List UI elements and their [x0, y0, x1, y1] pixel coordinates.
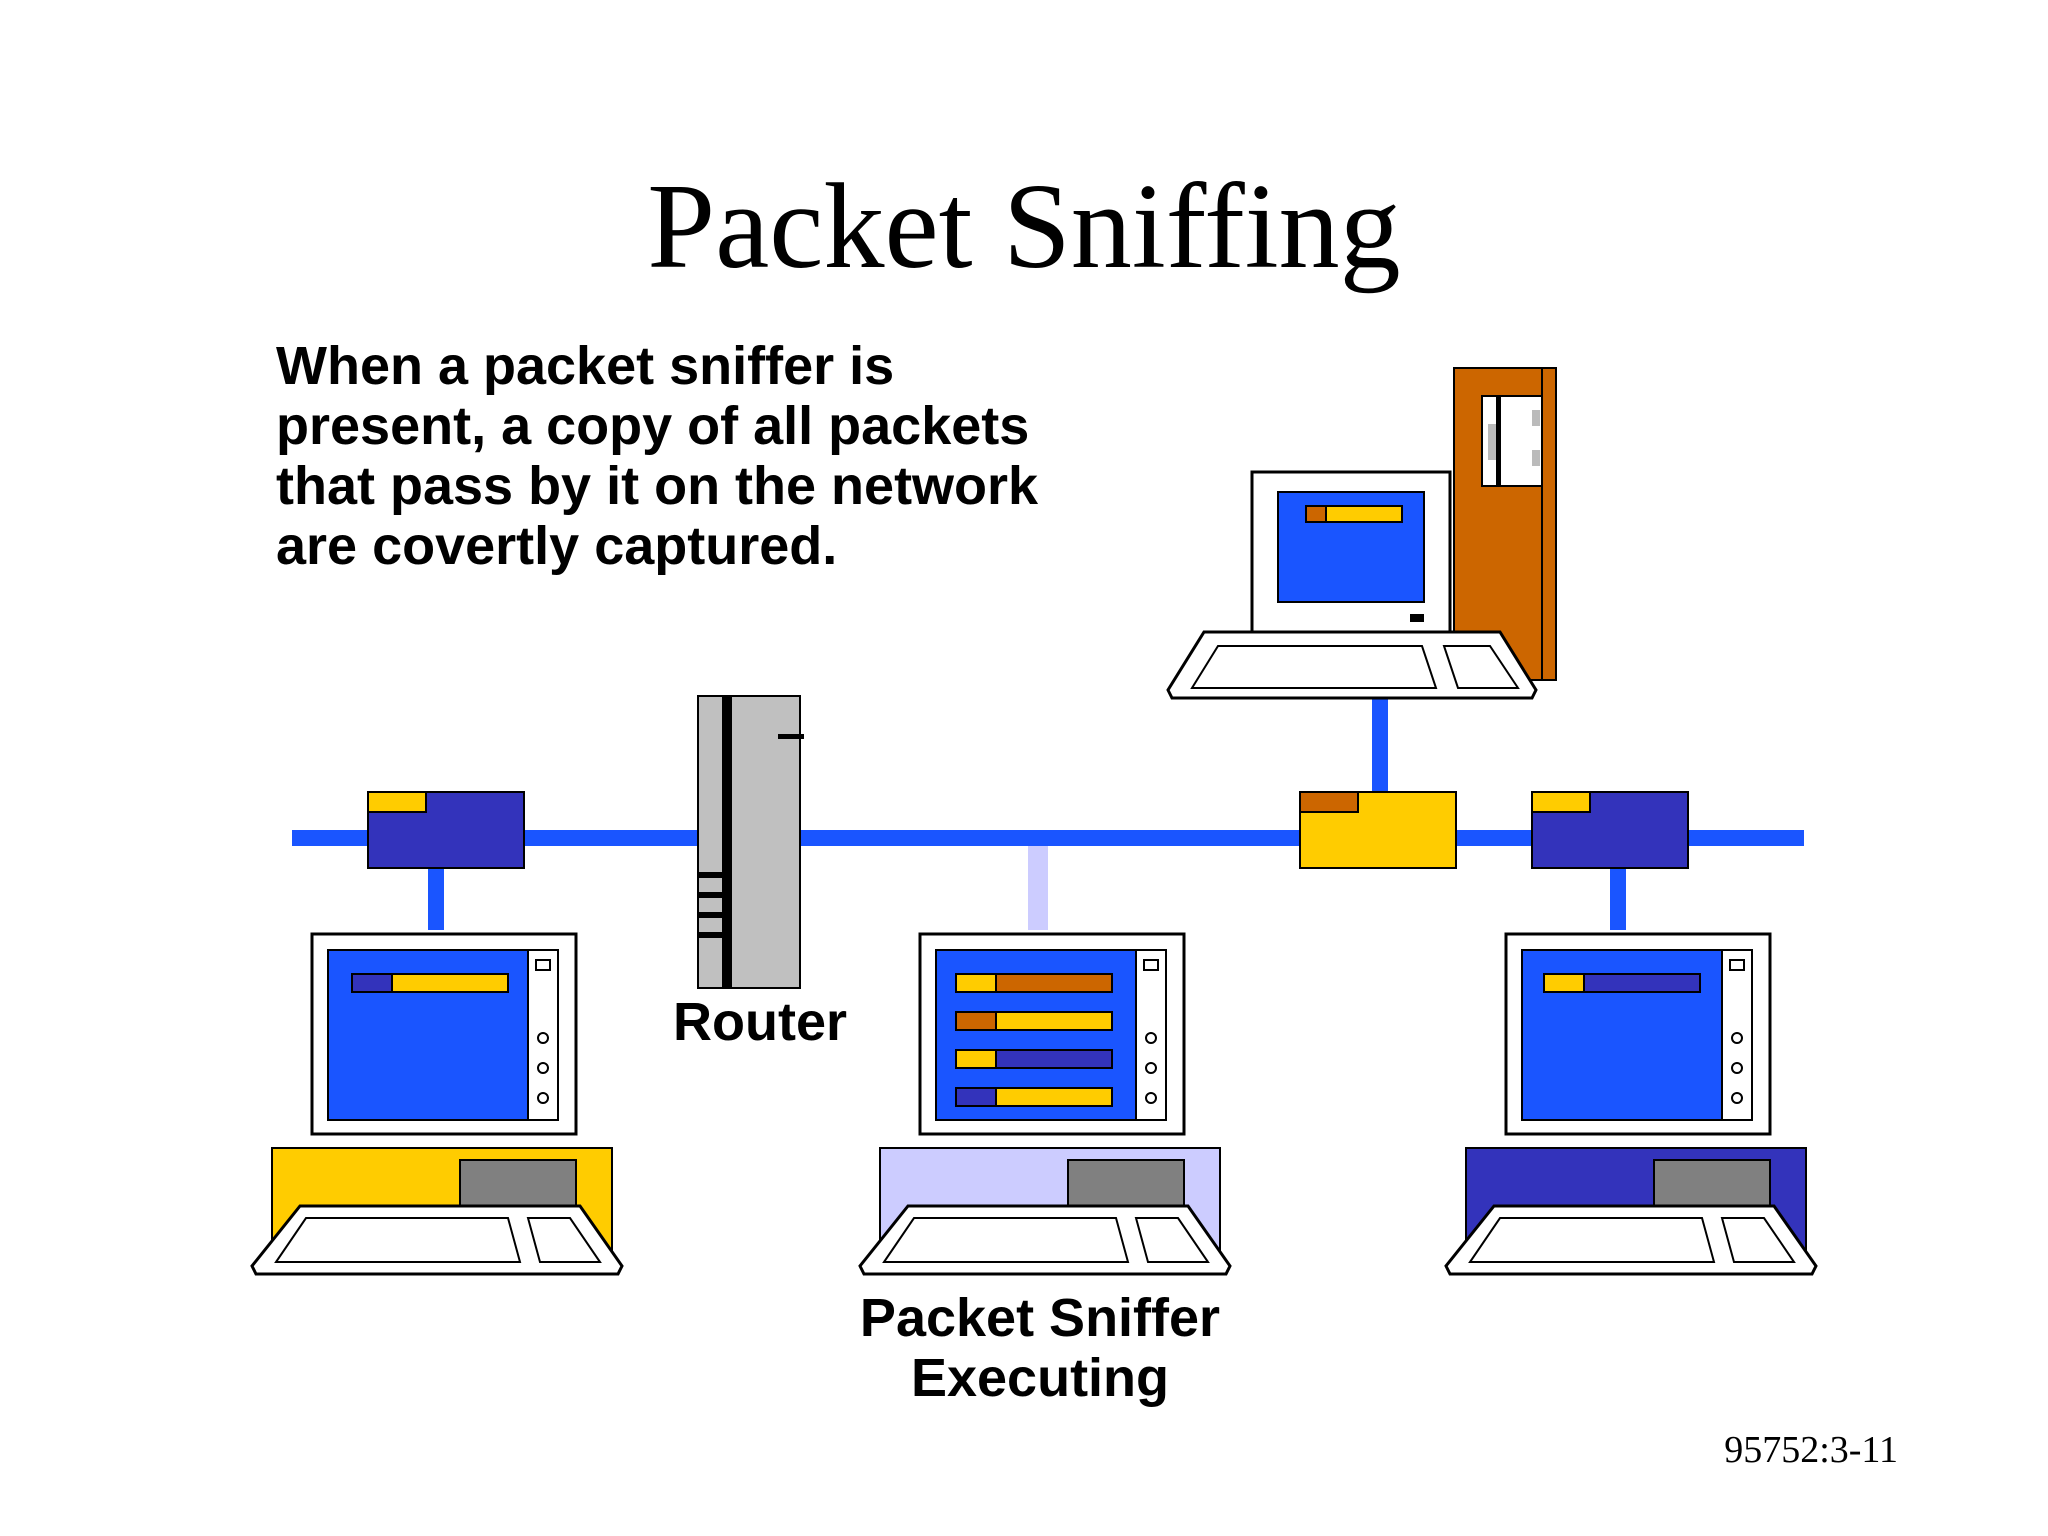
- server-workstation: [1166, 367, 1557, 700]
- slide-id: 95752:3-11: [1724, 1429, 1898, 1471]
- server-tower-icon: [1453, 367, 1557, 681]
- drop-line-right: [1610, 866, 1626, 930]
- description-text: When a packet sniffer is present, a copy…: [276, 336, 1176, 576]
- keyboard-icon: [1166, 630, 1538, 700]
- slide-title: Packet Sniffing: [647, 159, 1401, 294]
- sniffer-label: Packet Sniffer Executing: [780, 1288, 1300, 1408]
- keyboard-icon: [858, 1204, 1232, 1276]
- workstation-icon: [918, 932, 1186, 1136]
- description-line: that pass by it on the network: [276, 456, 1039, 516]
- workstation-icon: [1504, 932, 1772, 1136]
- description-line: are covertly captured.: [276, 516, 838, 576]
- router-icon: [697, 695, 804, 989]
- description-line: When a packet sniffer is: [276, 336, 895, 396]
- keyboard-icon: [1444, 1204, 1818, 1276]
- router-label: Router: [673, 992, 847, 1052]
- keyboard-icon: [250, 1204, 624, 1276]
- packet-icon: [367, 791, 525, 869]
- description-line: present, a copy of all packets: [276, 396, 1030, 456]
- sniffer-label-line: Packet Sniffer: [859, 1288, 1221, 1348]
- workstation-icon: [310, 932, 578, 1136]
- workstation-sniffer: [858, 932, 1232, 1276]
- workstation-right: [1444, 932, 1818, 1276]
- drop-line-left: [428, 866, 444, 930]
- workstation-left: [250, 932, 624, 1276]
- packet-icon: [1531, 791, 1689, 869]
- workstation-icon: [1250, 470, 1452, 634]
- sniffer-label-line: Executing: [910, 1348, 1170, 1408]
- packet-icon: [1299, 791, 1457, 869]
- drop-line-sniffer: [1028, 846, 1048, 930]
